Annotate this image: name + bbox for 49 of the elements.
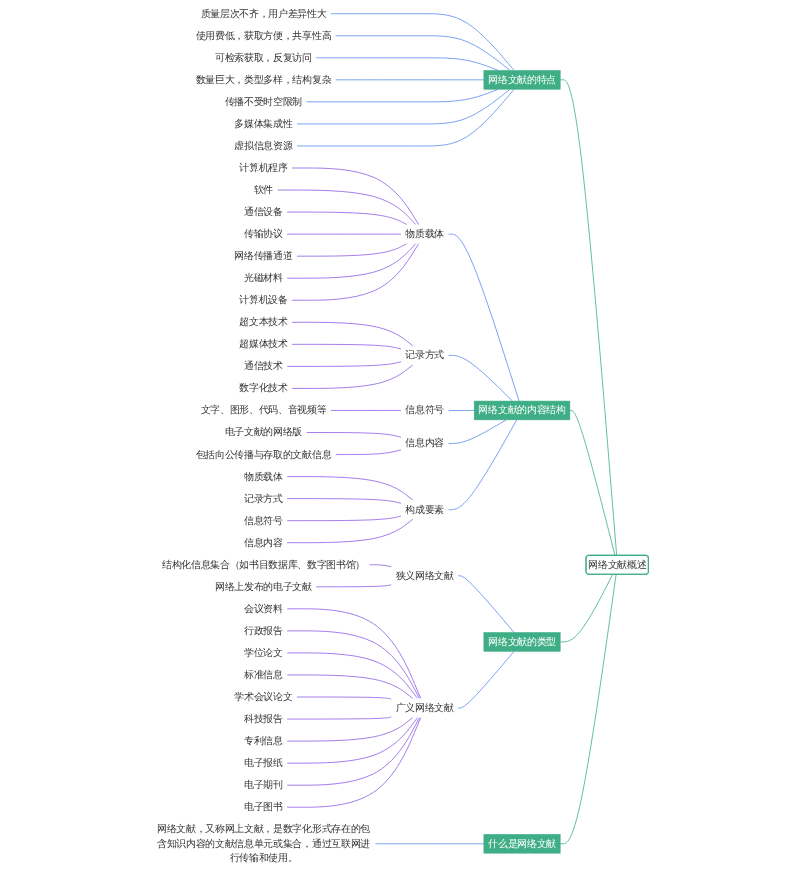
connector	[286, 717, 419, 764]
connector	[291, 321, 414, 347]
connector	[306, 432, 402, 438]
connector	[286, 717, 414, 742]
connector	[306, 88, 499, 103]
connector	[457, 575, 515, 633]
connector	[447, 354, 513, 402]
connector	[447, 419, 507, 444]
connector	[457, 650, 515, 709]
connector	[569, 410, 616, 557]
connector	[335, 79, 485, 81]
connector	[296, 243, 408, 257]
connector	[335, 35, 511, 71]
connector	[286, 630, 421, 700]
connector	[315, 57, 499, 71]
connector	[296, 88, 511, 125]
connector	[286, 652, 419, 700]
connector	[291, 243, 420, 301]
connector	[315, 584, 392, 588]
connector	[286, 361, 402, 367]
connector	[286, 515, 402, 522]
connector	[559, 79, 618, 557]
connector	[277, 189, 417, 226]
connector	[286, 717, 422, 808]
connector	[368, 564, 392, 568]
connector	[286, 476, 414, 501]
connector	[286, 717, 421, 786]
connector	[286, 608, 422, 700]
connector	[559, 574, 614, 643]
connector	[286, 211, 408, 226]
connector	[286, 716, 392, 720]
connector	[286, 233, 402, 235]
connector	[286, 518, 414, 544]
connector	[286, 498, 402, 504]
connector	[291, 167, 420, 226]
connector	[291, 364, 414, 389]
connector	[335, 449, 402, 455]
connector	[296, 696, 392, 700]
connector	[291, 343, 402, 350]
connector	[447, 233, 520, 402]
connector	[374, 843, 485, 845]
connector	[330, 13, 515, 71]
connector	[330, 410, 402, 411]
connector	[296, 88, 515, 147]
connector	[286, 243, 417, 279]
connector	[447, 419, 518, 511]
connector	[286, 674, 414, 700]
connector	[559, 574, 617, 845]
connector	[447, 410, 475, 411]
